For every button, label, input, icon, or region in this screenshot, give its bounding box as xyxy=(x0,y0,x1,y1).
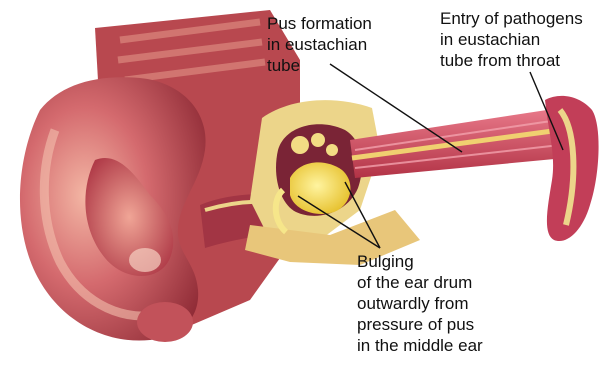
ossicle-malleus xyxy=(291,136,309,154)
ear-highlight xyxy=(129,248,161,272)
label-bulging-ear-drum: Bulging of the ear drum outwardly from p… xyxy=(357,251,483,356)
ossicle-incus xyxy=(311,133,325,147)
label-entry-of-pathogens: Entry of pathogens in eustachian tube fr… xyxy=(440,8,583,71)
label-pus-formation: Pus formation in eustachian tube xyxy=(267,13,372,76)
pus-in-middle-ear xyxy=(290,162,350,214)
ossicle-stapes xyxy=(326,144,338,156)
ear-lobe xyxy=(137,302,193,342)
